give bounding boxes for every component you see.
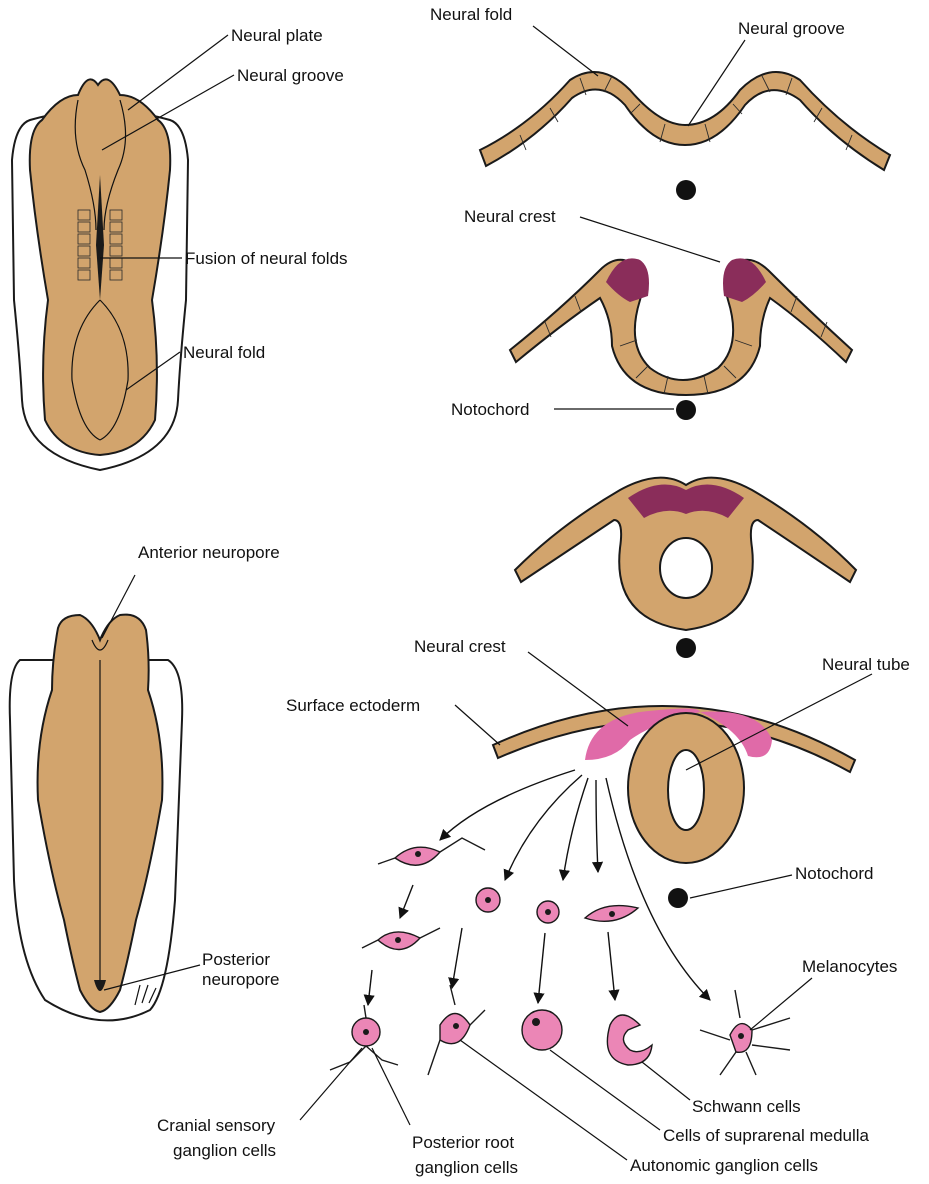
posterior-root-label-2: ganglion cells [415, 1158, 518, 1177]
arrow-to-suprarenal [596, 780, 598, 872]
melanocytes-leader [750, 978, 812, 1030]
schwann-cells-label: Schwann cells [692, 1097, 801, 1116]
schwann-leader [642, 1062, 690, 1100]
cranial-sensory-label-2: ganglion cells [173, 1141, 276, 1160]
cranial-sensory-label-1: Cranial sensory [157, 1116, 276, 1135]
neural-fold-top-leader [533, 26, 598, 76]
arrow-cranial-3 [368, 970, 372, 1005]
arrow-suprarenal-2 [608, 932, 615, 1000]
posterior-neuropore-label-1: Posterior [202, 950, 270, 969]
posterior-root-label-1: Posterior root [412, 1133, 514, 1152]
neural-crest-upper-label: Neural crest [464, 207, 556, 226]
cross-section-tube-closing [515, 478, 856, 658]
schwann-cell [607, 1015, 652, 1065]
notochord-lower-label: Notochord [795, 864, 873, 883]
neural-tube-label: Neural tube [822, 655, 910, 674]
section-3-lumen [660, 538, 712, 598]
section-4-notochord [668, 888, 688, 908]
arrow-root-2 [452, 928, 462, 988]
embryo-dorsal-view-early [12, 79, 188, 470]
posterior-neuropore-label-2: neuropore [202, 970, 280, 989]
surface-ectoderm-label: Surface ectoderm [286, 696, 420, 715]
cross-section-neural-groove [480, 72, 890, 200]
anterior-neuropore-label: Anterior neuropore [138, 543, 280, 562]
neural-fold-top-label: Neural fold [430, 5, 512, 24]
fusion-of-neural-folds-label: Fusion of neural folds [185, 249, 348, 268]
neural-groove-top-label: Neural groove [738, 19, 845, 38]
neural-crest-upper-leader-right [580, 217, 720, 262]
suprarenal-cell [522, 1010, 562, 1050]
suprarenal-leader [550, 1050, 660, 1130]
arrow-cranial-2 [400, 885, 413, 918]
arrow-to-autonomic [563, 778, 588, 880]
neural-plate-label: Neural plate [231, 26, 323, 45]
cross-section-neural-crest [510, 258, 852, 420]
neural-crest-lower-label: Neural crest [414, 637, 506, 656]
section-1-notochord [676, 180, 696, 200]
section-2-notochord [676, 400, 696, 420]
section-2-epithelium [510, 260, 852, 395]
surface-ectoderm-leader [455, 705, 500, 745]
arrow-autonomic-2 [538, 933, 545, 1003]
neural-groove-left-label: Neural groove [237, 66, 344, 85]
neural-tube-lumen [668, 750, 704, 830]
arrow-to-posterior-root [505, 775, 582, 880]
arrow-to-cranial [440, 770, 575, 840]
autonomic-ganglion-label: Autonomic ganglion cells [630, 1156, 818, 1175]
cell-nuclei [363, 851, 744, 1039]
posterior-root-leader [372, 1048, 410, 1125]
cranial-sensory-leader [300, 1048, 362, 1120]
melanocytes-label: Melanocytes [802, 957, 897, 976]
neural-plate-leader [128, 35, 228, 110]
embryo-dorsal-view-late [10, 615, 183, 1021]
notochord-lower-leader [690, 875, 792, 898]
section-1-epithelium [480, 72, 890, 170]
suprarenal-medulla-label: Cells of suprarenal medulla [663, 1126, 870, 1145]
neural-fold-left-label: Neural fold [183, 343, 265, 362]
section-3-notochord [676, 638, 696, 658]
derived-cells [330, 838, 790, 1075]
notochord-upper-label: Notochord [451, 400, 529, 419]
